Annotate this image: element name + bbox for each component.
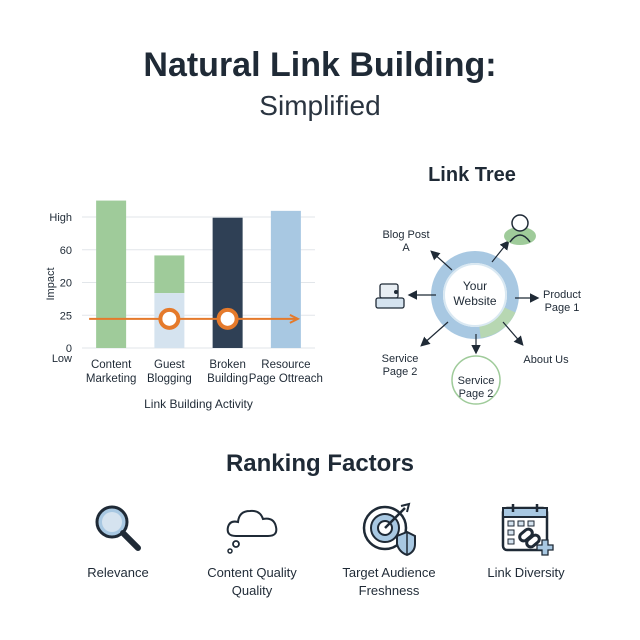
factor-link-diversity-line1: Link Diversity [487,565,565,580]
arrow-blog [430,250,453,271]
y-tick-label: 25 [60,310,72,322]
factor-content-quality-line1: Content Quality [207,565,297,580]
factor-link-diversity: Link Diversity [451,500,601,582]
center-label-1: Your [463,279,487,293]
x-tick-label: Guest [154,359,185,371]
cloud-icon [226,509,278,554]
y-tick-label: 60 [60,245,72,257]
calendar-link-icon [501,504,554,556]
ranking-factors-title: Ranking Factors [225,450,415,477]
tree-node-service-left-line1: Service [381,353,419,365]
marker-circle [158,307,181,330]
target-shield-icon [362,502,416,556]
printer-icon [375,283,405,309]
user-icon [504,214,536,245]
tree-node-blog-line2: A [402,242,410,254]
link-tree-title: Link Tree [428,164,516,186]
bar [270,210,301,348]
y-low-label: Low [52,353,72,365]
x-tick-label: Broken [209,359,245,371]
factor-content-quality-line2: Quality [231,583,273,598]
marker-arrow [289,313,301,324]
factor-relevance-line1: Relevance [87,565,149,580]
arrow-service-left [420,321,449,347]
tree-node-blog-line1: Blog Post [382,229,430,241]
factor-target-audience-line1: Target Audience [342,565,436,580]
tree-node-product-line1: Product [543,289,581,301]
tree-node-service-bottom-line2: Page 2 [458,388,494,400]
service-node-circle [451,355,501,405]
link-tree-diagram: Your Website [375,214,540,405]
x-tick-label: Resource [261,359,310,371]
tree-node-service-bottom-line1: Service [457,375,495,387]
tree-node-blog: Blog Post A [376,229,436,255]
x-tick-label: Content [91,359,132,371]
y-tick-label: 0 [66,343,72,355]
factor-content-quality: Content Quality Quality [177,500,327,600]
page-subtitle: Simplified [259,90,381,121]
factor-target-audience: Target Audience Freshness [314,500,464,600]
bar [96,200,127,348]
page-title: Natural Link Building: [143,46,497,84]
x-axis-label: Link Building Activity [144,397,253,411]
tree-node-service-left-line2: Page 2 [382,366,418,378]
y-tick-label: High [49,212,72,224]
tree-node-product: Product Page 1 [536,289,588,315]
x-tick-label: Blogging [147,373,192,385]
center-label-2: Website [453,294,496,308]
factor-relevance: Relevance [43,500,193,582]
y-axis-label: Impact [45,267,57,300]
ring-accent [478,307,516,338]
tree-node-about: About Us [516,354,576,367]
x-tick-label: Marketing [86,373,137,385]
x-tick-label: Page Ottreach [249,373,323,385]
tree-node-service-left: Service Page 2 [370,353,430,379]
factor-target-audience-line2: Freshness [358,583,420,598]
y-tick-label: 20 [60,278,72,290]
arrow-user [491,240,510,263]
arrow-about [502,321,524,346]
x-tick-label: Building [207,373,248,385]
marker-circle [216,307,239,330]
magnifier-icon [95,505,141,551]
bar-upper [154,255,185,294]
tree-node-product-line2: Page 1 [544,302,580,314]
tree-node-about-line1: About Us [523,354,569,366]
tree-node-service-bottom: Service Page 2 [446,375,506,401]
